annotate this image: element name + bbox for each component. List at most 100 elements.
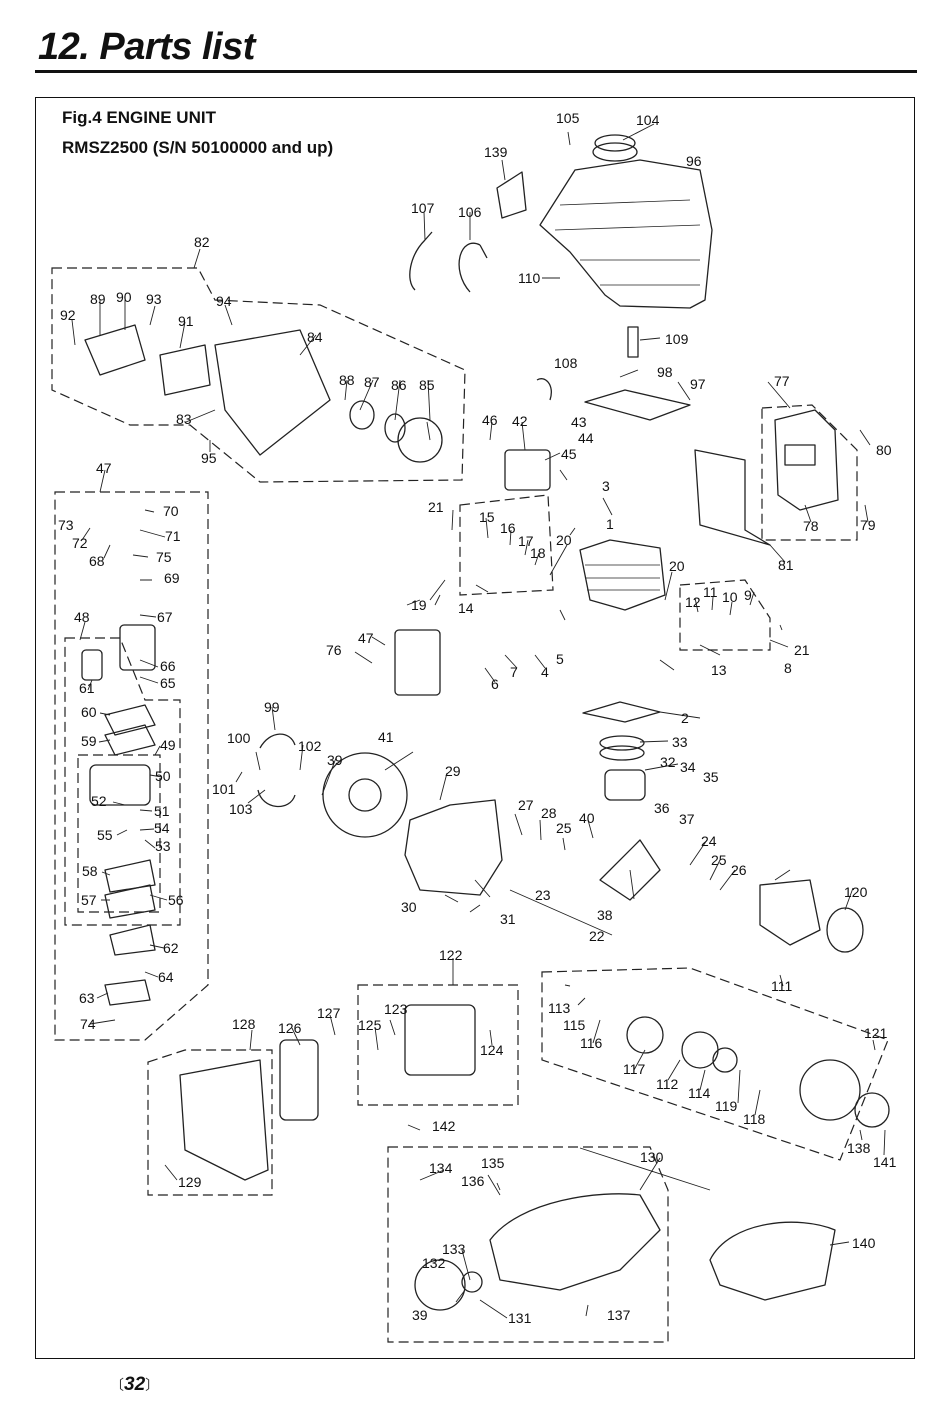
callout-label: 71 bbox=[165, 528, 181, 544]
group-outline-122 bbox=[357, 984, 519, 1106]
callout-label: 106 bbox=[458, 204, 482, 220]
callout-label: 40 bbox=[579, 810, 595, 826]
callout-label: 43 bbox=[571, 414, 587, 430]
callout-label: 80 bbox=[876, 442, 892, 458]
callout-label: 24 bbox=[701, 833, 717, 849]
callout-label: 20 bbox=[669, 558, 685, 574]
title-rule bbox=[35, 70, 917, 73]
callout-label: 45 bbox=[561, 446, 577, 462]
callout-label: 73 bbox=[58, 517, 74, 533]
callout-label: 44 bbox=[578, 430, 594, 446]
callout-label: 39 bbox=[327, 752, 343, 768]
callout-label: 30 bbox=[401, 899, 417, 915]
callout-label: 61 bbox=[79, 680, 95, 696]
callout-label: 17 bbox=[518, 533, 534, 549]
callout-label: 34 bbox=[680, 759, 696, 775]
callout-label: 91 bbox=[178, 313, 194, 329]
engine-cover-part bbox=[539, 159, 713, 309]
callout-label: 118 bbox=[743, 1111, 766, 1127]
callout-label: 127 bbox=[317, 1005, 341, 1021]
callout-label: 12 bbox=[685, 594, 701, 610]
callout-label: 33 bbox=[672, 734, 688, 750]
callout-label: 97 bbox=[690, 376, 706, 392]
callout-label: 51 bbox=[154, 803, 170, 819]
callout-label: 74 bbox=[80, 1016, 96, 1032]
callout-label: 95 bbox=[201, 450, 217, 466]
callout-label: 115 bbox=[563, 1017, 586, 1033]
crankcase-part bbox=[404, 799, 503, 896]
group-outline-8 bbox=[679, 579, 771, 651]
callout-label: 69 bbox=[164, 570, 180, 586]
callout-label: 122 bbox=[439, 947, 463, 963]
callout-label: 27 bbox=[518, 797, 534, 813]
callout-label: 52 bbox=[91, 793, 107, 809]
callout-label: 75 bbox=[156, 549, 172, 565]
callout-label: 104 bbox=[636, 112, 660, 128]
callout-label: 5 bbox=[556, 651, 564, 667]
callout-label: 9 bbox=[744, 587, 752, 603]
callout-label: 111 bbox=[771, 978, 792, 994]
callout-label: 57 bbox=[81, 892, 97, 908]
callout-label: 2 bbox=[681, 710, 689, 726]
callout-label: 15 bbox=[479, 509, 495, 525]
callout-label: 134 bbox=[429, 1160, 453, 1176]
callout-label: 85 bbox=[419, 377, 435, 393]
callout-label: 125 bbox=[358, 1017, 382, 1033]
callout-label: 102 bbox=[298, 738, 322, 754]
callout-label: 108 bbox=[554, 355, 578, 371]
callout-label: 14 bbox=[458, 600, 474, 616]
callout-label: 110 bbox=[518, 270, 541, 286]
callout-label: 132 bbox=[422, 1255, 446, 1271]
group-outline-130 bbox=[387, 1146, 669, 1343]
callout-label: 58 bbox=[82, 863, 98, 879]
callout-label: 140 bbox=[852, 1235, 876, 1251]
muffler-part bbox=[774, 409, 839, 511]
callout-label: 25 bbox=[711, 852, 727, 868]
callout-label: 49 bbox=[160, 737, 176, 753]
callout-label: 16 bbox=[500, 520, 516, 536]
callout-label: 47 bbox=[96, 460, 112, 476]
callout-label: 123 bbox=[384, 1001, 408, 1017]
callout-label: 77 bbox=[774, 373, 790, 389]
group-outline-47 bbox=[54, 491, 209, 1041]
group-outline-128 bbox=[147, 1049, 273, 1196]
callout-label: 36 bbox=[654, 800, 670, 816]
group-outline-82 bbox=[51, 267, 466, 483]
callout-label: 86 bbox=[391, 377, 407, 393]
callout-label: 54 bbox=[154, 820, 170, 836]
callout-label: 66 bbox=[160, 658, 176, 674]
callout-label: 103 bbox=[229, 801, 253, 817]
group-outline-77 bbox=[761, 404, 858, 541]
figure-title: Fig.4 ENGINE UNIT bbox=[62, 108, 216, 127]
callout-label: 120 bbox=[844, 884, 868, 900]
group-outline-111 bbox=[541, 967, 889, 1161]
callout-label: 50 bbox=[155, 768, 171, 784]
callout-label: 88 bbox=[339, 372, 355, 388]
cylinder-part bbox=[579, 539, 666, 611]
callout-label: 7 bbox=[510, 664, 518, 680]
callout-label: 4 bbox=[541, 664, 549, 680]
callout-label: 10 bbox=[722, 589, 738, 605]
callout-label: 117 bbox=[623, 1061, 646, 1077]
callout-label: 68 bbox=[89, 553, 105, 569]
callout-label: 20 bbox=[556, 532, 572, 548]
callout-label: 21 bbox=[794, 642, 810, 658]
callout-label: 18 bbox=[530, 545, 546, 561]
callout-label: 42 bbox=[512, 413, 528, 429]
callout-label: 39 bbox=[412, 1307, 428, 1323]
callout-label: 59 bbox=[81, 733, 97, 749]
callout-label: 87 bbox=[364, 374, 380, 390]
callout-label: 47 bbox=[358, 630, 374, 646]
callout-label: 124 bbox=[480, 1042, 504, 1058]
callout-label: 81 bbox=[778, 557, 794, 573]
callout-label: 72 bbox=[72, 535, 88, 551]
figure-frame bbox=[35, 97, 915, 1359]
callout-label: 121 bbox=[864, 1025, 888, 1041]
callout-label: 96 bbox=[686, 153, 702, 169]
callout-label: 21 bbox=[428, 499, 444, 515]
callout-label: 25 bbox=[556, 820, 572, 836]
callout-label: 139 bbox=[484, 144, 508, 160]
callout-label: 131 bbox=[508, 1310, 532, 1326]
callout-label: 90 bbox=[116, 289, 132, 305]
